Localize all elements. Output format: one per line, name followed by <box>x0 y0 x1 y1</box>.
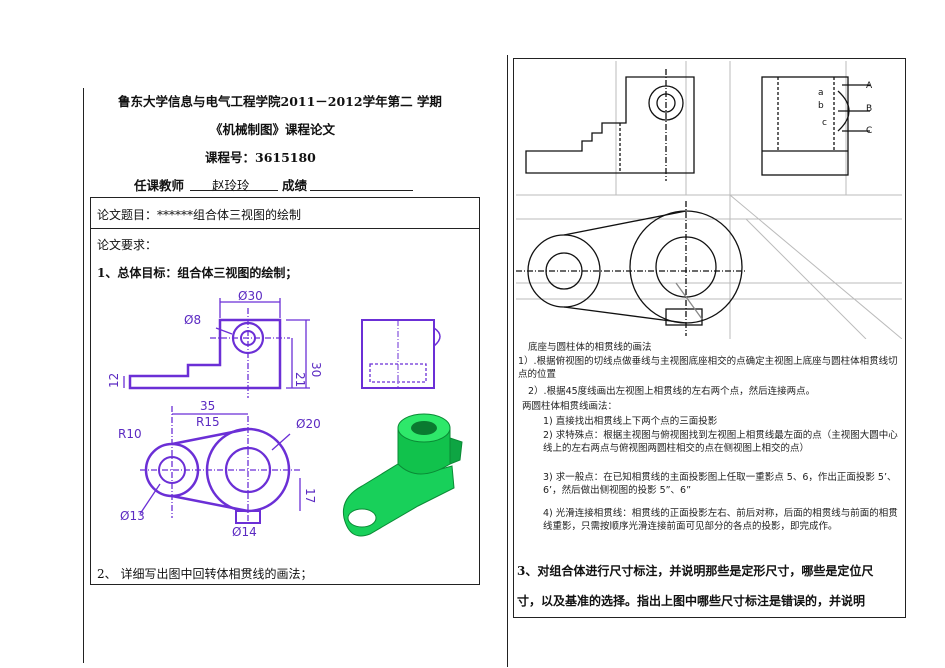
score-underline <box>310 190 413 191</box>
teacher-underline <box>190 190 278 191</box>
front-view <box>123 298 310 398</box>
requirement-label: 论文要求： <box>97 238 158 252</box>
course-name: 《机械制图》课程论文 <box>210 122 336 137</box>
question-3-line-2: 寸，以及基准的选择。指出上图中哪些尺寸标注是错误的，并说明 <box>517 594 866 608</box>
mark-C: C <box>866 126 872 136</box>
dim-h12: 12 <box>107 373 121 388</box>
left-drawings: Ø30 Ø8 30 21 12 35 R10 R15 Ø20 Ø13 Ø14 1… <box>107 289 463 539</box>
cylinders-step-1: 1) 直接找出相贯线上下两个点的三面投影 <box>543 416 718 427</box>
mark-a: a <box>818 88 824 98</box>
cylinders-step-3: 3) 求一般点：在已知相贯线的主面投影图上任取一重影点 5、6，作出正面投影 5… <box>543 472 897 496</box>
dim-d14: Ø14 <box>232 525 257 539</box>
right-form-box <box>513 58 906 618</box>
dim-d30: Ø30 <box>238 289 263 303</box>
mark-b: b <box>818 101 824 111</box>
dim-d13: Ø13 <box>120 509 145 523</box>
dim-d20: Ø20 <box>296 417 321 431</box>
front-view-right <box>525 69 695 181</box>
topic-divider <box>90 228 480 229</box>
left-margin-line <box>83 88 84 663</box>
score-label: 成绩 <box>282 178 308 193</box>
goal-text: 1、总体目标：组合体三视图的绘制； <box>97 266 298 280</box>
course-number: 课程号：3615180 <box>205 150 316 165</box>
right-margin-line <box>507 55 508 667</box>
teacher-name: 赵玲玲 <box>212 178 250 193</box>
school-line: 鲁东大学信息与电气工程学院2011－2012学年第二 学期 <box>118 94 442 109</box>
mark-B: B <box>866 104 872 114</box>
mark-A: A <box>866 81 873 91</box>
question-2: 2、 详细写出图中回转体相贯线的画法； <box>97 567 313 581</box>
point-labels: a b c A B C <box>818 81 873 136</box>
dim-r10: R10 <box>118 427 142 441</box>
dim-h17: 17 <box>303 488 317 503</box>
side-view <box>361 319 441 389</box>
top-view-right <box>516 201 746 336</box>
topic-text: 论文题目：******组合体三视图的绘制 <box>97 208 302 222</box>
dim-w35: 35 <box>200 399 215 413</box>
projection-drawing: a b c A B C <box>516 61 902 339</box>
question-3-line-1: 3、对组合体进行尺寸标注，并说明那些是定形尺寸，哪些是定位尺 <box>517 564 874 578</box>
cylinders-title: 两圆柱体相贯线画法： <box>522 401 618 412</box>
mark-c: c <box>822 118 827 128</box>
dim-d8: Ø8 <box>184 313 201 327</box>
teacher-label: 任课教师 <box>134 178 185 193</box>
dim-h30: 30 <box>309 362 323 377</box>
isometric-model <box>342 413 463 537</box>
method-step-1: 1）.根据俯视图的切线点做垂线与主视图底座相交的点确定主视图上底座与圆柱体相贯线… <box>518 356 898 380</box>
left-form-box <box>90 197 480 585</box>
dimension-labels: Ø30 Ø8 30 21 12 35 R10 R15 Ø20 Ø13 Ø14 1… <box>107 289 323 539</box>
side-view-right <box>761 76 870 176</box>
method-step-2: 2）.根据45度线画出左视图上相贯线的左右两个点，然后连接两点。 <box>528 386 816 397</box>
construction-lines <box>516 61 902 339</box>
cylinders-step-4: 4) 光滑连接相贯线：相贯线的正面投影左右、前后对称，后面的相贯线与前面的相贯线… <box>543 508 898 532</box>
dim-r15: R15 <box>196 415 220 429</box>
dim-h21: 21 <box>293 372 307 387</box>
cylinders-step-2: 2) 求特殊点：根据主视图与俯视图找到左视图上相贯线最左面的点（主视图大圆中心线… <box>543 430 898 454</box>
method-title: 底座与圆柱体的相贯线的画法 <box>528 342 652 353</box>
top-view <box>139 406 301 524</box>
